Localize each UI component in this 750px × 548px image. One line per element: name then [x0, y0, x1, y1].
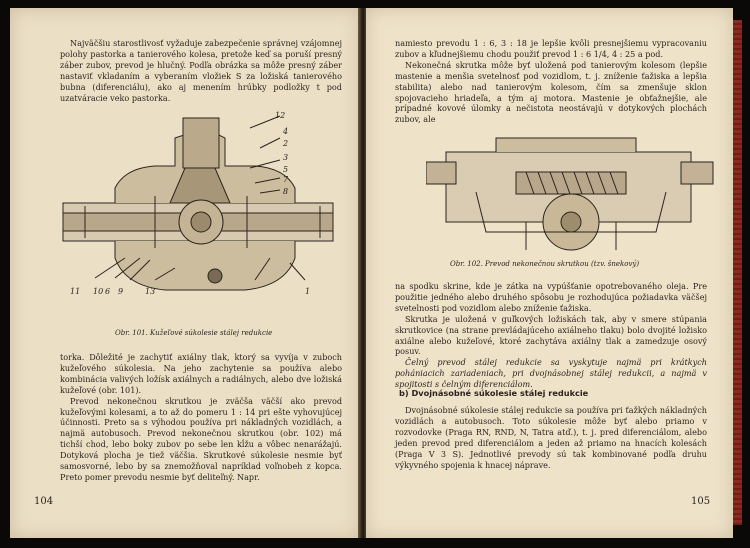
left-top-paragraph: Najväčšiu starostlivosť vyžaduje zabezpe… [60, 38, 342, 103]
label-11: 11 [70, 287, 80, 296]
label-13: 13 [145, 287, 155, 296]
paragraph: Čelný prevod stálej redukcie sa vyskytuj… [395, 357, 707, 390]
right-bottom-text: Dvojnásobné súkolesie stálej redukcie sa… [395, 405, 707, 470]
label-2: 2 [282, 139, 288, 148]
paragraph: na spodku skrine, kde je zátka na vypúšť… [395, 281, 707, 313]
paragraph: Skrutka je uložená v guľkových ložiskách… [395, 313, 707, 357]
paragraph: Najväčšiu starostlivosť vyžaduje zabezpe… [60, 38, 342, 103]
figure-101-caption: Obr. 101. Kužeľové súkolesie stálej redu… [115, 329, 273, 337]
label-7: 7 [283, 175, 289, 184]
label-1: 1 [305, 287, 310, 296]
right-top-text: namiesto prevodu 1 : 6, 3 : 18 je lepšie… [395, 38, 707, 125]
label-10: 10 [93, 287, 103, 296]
paragraph: namiesto prevodu 1 : 6, 3 : 18 je lepšie… [395, 38, 707, 59]
left-page: Najväčšiu starostlivosť vyžaduje zabezpe… [10, 8, 360, 538]
figure-102-caption: Obr. 102. Prevod nekonečnou skrutkou (tz… [450, 260, 640, 268]
figure-101-differential: 12 4 2 3 5 7 8 11 10 6 9 13 1 [62, 111, 334, 296]
figure-102-worm-gear [426, 137, 714, 251]
label-4: 4 [282, 127, 288, 136]
label-5: 5 [283, 165, 288, 174]
paragraph: Dvojnásobné súkolesie stálej redukcie sa… [395, 405, 707, 470]
book-spine [358, 8, 368, 538]
label-8: 8 [283, 187, 288, 196]
label-9: 9 [118, 287, 123, 296]
page-number-left: 104 [34, 496, 54, 507]
paragraph: Nekonečná skrutka môže byť uložená pod t… [395, 59, 707, 125]
paragraph: torka. Dôležité je zachytiť axiálny tlak… [60, 352, 342, 395]
label-6: 6 [105, 287, 110, 296]
label-12: 12 [275, 111, 285, 120]
right-middle-text: na spodku skrine, kde je zátka na vypúšť… [395, 281, 707, 390]
section-heading: b) Dvojnásobné súkolesie stálej redukcie [399, 388, 589, 398]
page-number-right: 105 [691, 496, 711, 507]
left-bottom-text: torka. Dôležité je zachytiť axiálny tlak… [60, 352, 342, 483]
book-edge [733, 20, 742, 525]
label-3: 3 [283, 153, 288, 162]
right-page: namiesto prevodu 1 : 6, 3 : 18 je lepšie… [366, 8, 733, 538]
paragraph: Prevod nekonečnou skrutkou je zväčša väč… [60, 395, 342, 482]
